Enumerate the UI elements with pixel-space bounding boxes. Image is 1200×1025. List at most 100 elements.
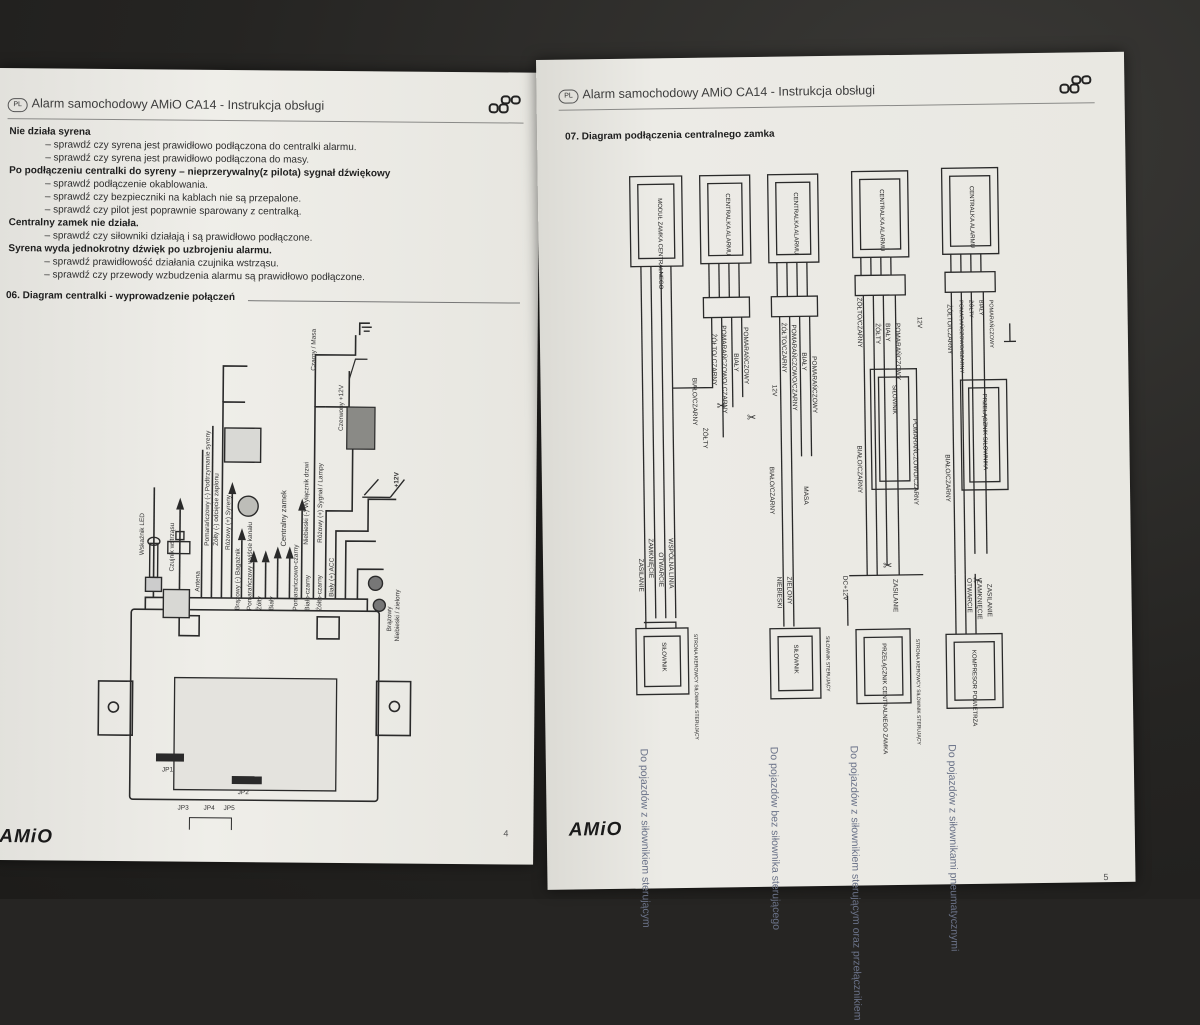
- svg-text:✂: ✂: [883, 560, 892, 572]
- actuator-2-label: SIŁOWNIK: [792, 644, 798, 673]
- label-yellow: Żółty: [254, 595, 263, 610]
- wire-label: ŻÓŁTO/CZARNY: [855, 297, 865, 348]
- driver-side-label: STRONA KIEROWCY SIŁOWNIK STERUJĄCY: [692, 634, 699, 741]
- wire-label: WSPÓLNA LINIA: [667, 538, 677, 589]
- label-central-lock: Centralny zamek: [279, 490, 288, 547]
- central-unit-diagram: Wskaźnik LED Czujnik wstrząsu Antena Pom…: [97, 322, 412, 833]
- switch-box-label: PRZEŁĄCZNIK CENTRALNEGO ZAMKA: [880, 643, 888, 754]
- label-black-ground: Czarny / Masa: [310, 328, 317, 370]
- wire-label: BIAŁO/CZARNY: [768, 467, 776, 515]
- svg-text:✂: ✂: [717, 400, 726, 412]
- brand-logo: AMiO: [568, 818, 623, 841]
- wire-label: ŻÓŁTY: [967, 300, 974, 318]
- right-page: PL Alarm samochodowy AMiO CA14 - Instruk…: [536, 51, 1136, 1021]
- wire-label: OTWARCIE: [657, 552, 664, 588]
- wire-label: ŻÓŁTY: [701, 428, 710, 450]
- label-blue-green: Niebieski / zielony: [394, 589, 401, 642]
- wire-label: BIAŁO/CZARNY: [855, 445, 863, 493]
- siren-icon: [223, 427, 262, 517]
- right-header: PL Alarm samochodowy AMiO CA14 - Instruk…: [558, 75, 1095, 111]
- left-header: PL Alarm samochodowy AMiO CA14 - Instruk…: [7, 95, 524, 124]
- label-red-12v: Czerwony +12V: [338, 384, 345, 431]
- wire-label: ZAMKNIĘCIE: [647, 538, 655, 578]
- label-yellow-black: Żółto-czarny: [314, 574, 323, 611]
- ground-icon: [361, 322, 372, 332]
- wire-label: OTWARCIE: [965, 578, 972, 614]
- logo-icon: [488, 95, 521, 114]
- label-siren3: Różowy (+) Syreny: [225, 494, 232, 550]
- wire-label: ZAMKNIĘCIE: [975, 580, 983, 620]
- caption-2: Do pojazdów bez siłownika sterującego: [767, 746, 783, 931]
- module-5-label: CENTRALKA ALARMU: [968, 186, 975, 248]
- module-1-label: MODUŁ ZAMKA CENTRALNEGO: [656, 198, 663, 289]
- label-door-switch: Niebieski (-) Wyłącznik drzwi: [303, 462, 311, 545]
- wire-label: ŻÓŁTY: [874, 323, 883, 345]
- module-4-label: CENTRALKA ALARMU: [878, 189, 885, 251]
- wire-label: POMARAŃCZOWO/CZARNY: [790, 324, 800, 411]
- lang-badge: PL: [7, 98, 28, 113]
- left-page: PL Alarm samochodowy AMiO CA14 - Instruk…: [0, 68, 540, 865]
- caption-4: Do pojazdów z siłownikami pneumatycznymi: [945, 744, 961, 952]
- central-lock-diagram: ✂✂ ✂✂ MODUŁ ZAMKA CENTRALNEGO CENTRALKA …: [628, 166, 1016, 754]
- shock-sensor-icon: [162, 530, 191, 619]
- wire-label: BIAŁY: [884, 323, 891, 342]
- led-icon: [144, 536, 163, 593]
- label-jp4: JP4: [204, 805, 216, 812]
- actuator-1-label: SIŁOWNIK: [660, 642, 666, 671]
- section-title-07: 07. Diagram podłączenia centralnego zamk…: [565, 128, 775, 143]
- page-number: 4: [503, 828, 509, 839]
- label-siren2: Żółty (-) odcięcie zapłonu: [211, 473, 221, 546]
- wire-label: POMARAŃCZOWO/CZARNY: [911, 419, 921, 506]
- label-shock: Czujnik wstrząsu: [169, 522, 176, 571]
- svg-text:✂: ✂: [973, 575, 982, 587]
- wire-label: BIAŁY: [800, 352, 807, 371]
- label-opt-out: Pomarańczowy wyjście kanału: [246, 522, 254, 611]
- wire-label: 12V: [916, 317, 923, 329]
- wire-label: POMARAŃCZOWO/CZARNY: [957, 300, 965, 373]
- logo-icon: [1059, 75, 1092, 94]
- label-pink-signal: Różowy (+) Sygnał / Lampy: [317, 462, 325, 542]
- trouble-heading-2: Po podłączeniu centralki do syreny – nie…: [9, 165, 391, 180]
- trouble-item: – sprawdź czy przewody wzbudzenia alarmu…: [44, 269, 365, 284]
- driver-side-label-2: STRONA KIEROWCY SIŁOWNIK STERUJĄCY: [914, 639, 921, 746]
- label-white-black: Biało-czarny: [304, 574, 311, 611]
- wire-label: ZASILANIE: [985, 584, 992, 618]
- lang-badge: PL: [558, 89, 579, 104]
- module-2-label: CENTRALKA ALARMU: [724, 193, 731, 255]
- caption-3: Do pojazdów z siłownikiem sterującym ora…: [847, 745, 864, 1021]
- wire-label: DC+12V: [841, 576, 848, 602]
- relay-icon: [346, 358, 376, 450]
- wire-label: NIEBIESKI: [775, 577, 782, 609]
- label-jp3: JP3: [178, 805, 190, 812]
- label-jp1: JP1: [162, 766, 174, 773]
- wire-label: ZASILANIE: [637, 559, 644, 593]
- section-rule: [247, 300, 520, 304]
- wire-label: MASA: [802, 486, 809, 505]
- wire-label: POMARAŃCZOWO/ CZARNY: [720, 325, 730, 414]
- button-icon: [367, 575, 387, 613]
- brand-logo: AMiO: [0, 826, 53, 848]
- label-jp2: JP2: [238, 789, 250, 796]
- wire-label: POMARAŃCZOWY: [987, 300, 995, 349]
- trouble-item: – sprawdź podłączenie okablowania.: [44, 178, 208, 191]
- trouble-heading-1: Nie działa syrena: [9, 126, 91, 138]
- module-3-label: CENTRALKA ALARMU: [792, 192, 799, 254]
- wire-label: POMARAŃCZOWY: [894, 323, 904, 381]
- label-brown: Brązowy: [386, 606, 393, 632]
- caption-1: Do pojazdów z siłownikiem sterującym: [637, 748, 653, 928]
- label-led: Wskaźnik LED: [139, 513, 146, 556]
- label-acc: Biały (+) ACC: [328, 557, 335, 597]
- actuator-3-label: SIŁOWNIK: [891, 385, 897, 414]
- compressor-label: KOMPRESOR POWIETRZA: [970, 650, 977, 726]
- label-orange-black: Pomarańczowo-czarny: [292, 544, 300, 611]
- label-plus12v: +12V: [393, 471, 400, 487]
- wire-label: BIAŁO/CZARNY: [944, 454, 952, 502]
- wire-label: BIAŁY: [732, 353, 739, 372]
- page-number: 5: [1103, 872, 1109, 883]
- wire-label: ŻÓŁTO/ CZARNY: [710, 333, 720, 386]
- wire-label: ŻÓŁTO/CZARNY: [780, 322, 790, 373]
- wire-label: 12V: [771, 385, 778, 397]
- trouble-heading-3: Centralny zamek nie działa.: [8, 217, 139, 230]
- header-title: Alarm samochodowy AMiO CA14 - Instrukcja…: [31, 96, 325, 113]
- section-title-06: 06. Diagram centralki - wyprowadzenie po…: [5, 290, 236, 304]
